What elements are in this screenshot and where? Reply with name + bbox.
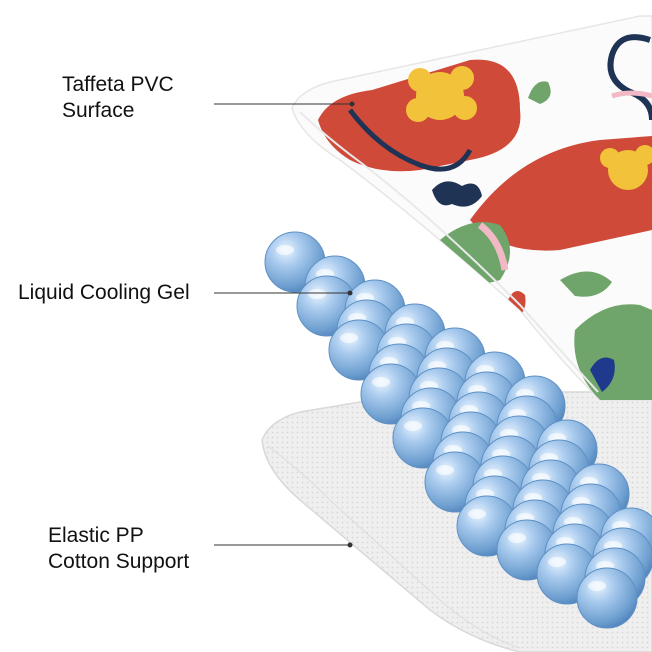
gel-bead-highlight [508, 533, 526, 543]
gel-bead-highlight [548, 557, 566, 567]
surface-label-line-1: Taffeta PVC [62, 73, 174, 96]
gel-bead-highlight [372, 377, 390, 387]
leader-dot-gel [347, 290, 353, 296]
gel-label-line-1: Liquid Cooling Gel [18, 281, 190, 304]
gel-layer-label: Liquid Cooling Gel [18, 280, 190, 306]
gel-bead-highlight [404, 421, 422, 431]
surface-layer [291, 15, 652, 401]
gel-bead-highlight [340, 333, 358, 343]
leader-lines [214, 101, 355, 548]
gel-bead-highlight [588, 581, 606, 591]
gel-bead-highlight [468, 509, 486, 519]
support-layer-label: Elastic PP Cotton Support [48, 523, 189, 575]
surface-layer-label: Taffeta PVC Surface [62, 72, 174, 124]
leader-dot-surface [349, 101, 355, 107]
support-label-line-1: Elastic PP [48, 524, 144, 547]
gel-bead-highlight [276, 245, 294, 255]
gel-bead [576, 567, 638, 629]
gel-bead-highlight [308, 289, 326, 299]
gel-bead-highlight [436, 465, 454, 475]
support-label-line-2: Cotton Support [48, 550, 190, 573]
leader-dot-support [347, 542, 353, 548]
gel-beads-layer [264, 231, 652, 629]
surface-label-line-2: Surface [62, 99, 135, 122]
